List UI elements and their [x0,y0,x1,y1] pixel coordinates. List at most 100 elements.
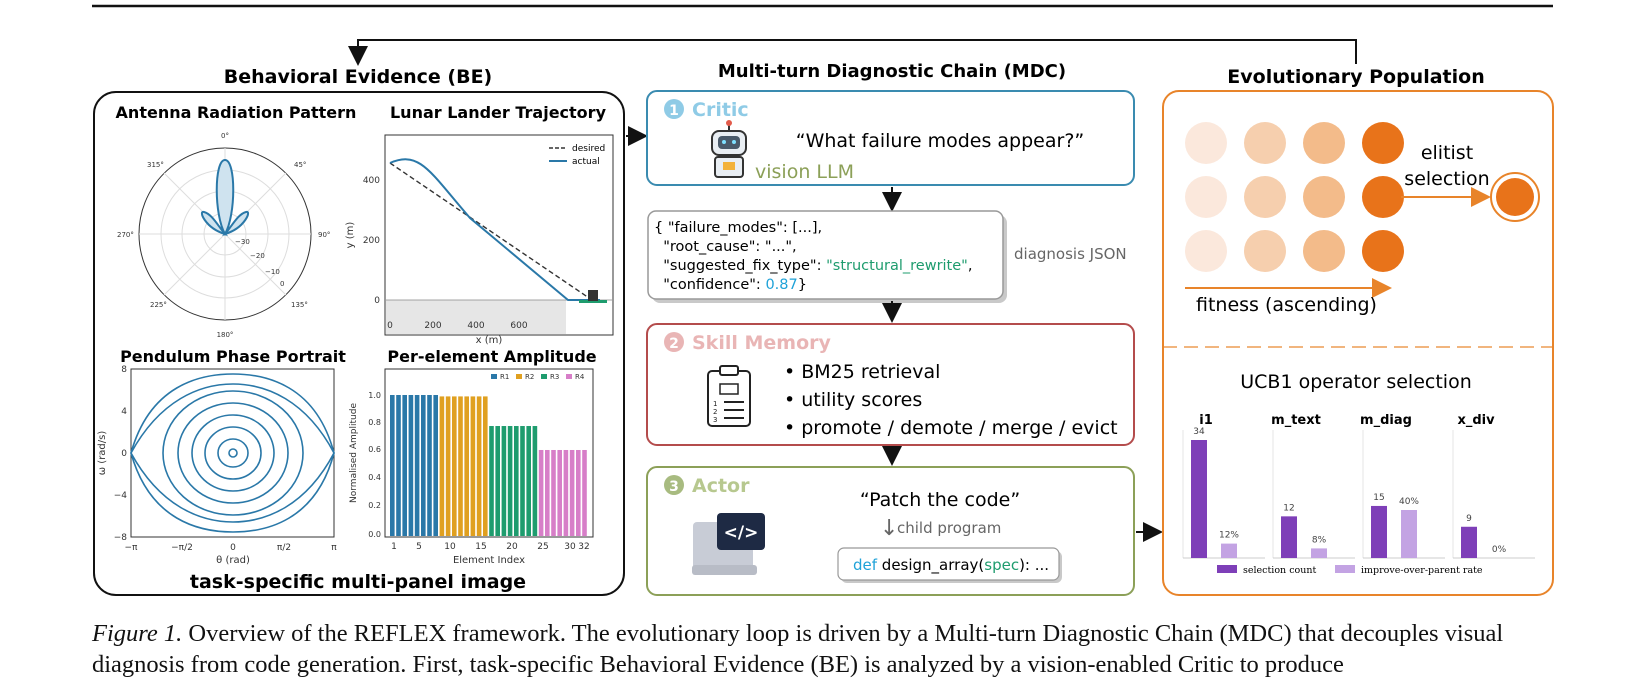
pendulum-xlabel: θ (rad) [216,555,250,566]
radius-label: −20 [250,252,265,260]
amplitude-bar [464,396,469,536]
ucb-bar-label: 9 [1466,514,1472,524]
x-tick: −π [125,543,139,553]
ucb-title: UCB1 operator selection [1240,371,1472,393]
y-tick: 0.2 [368,501,381,510]
population-individual [1185,230,1227,272]
critic-number-badge [664,99,684,119]
skill-bullet: • utility scores [784,389,922,411]
x-tick: 15 [475,542,486,552]
elitist-label-1: elitist [1421,142,1473,164]
svg-text:</>: </> [724,523,759,543]
amplitude-bar [495,426,500,536]
y-tick: 0.0 [368,530,381,539]
radius-label: 0 [280,280,284,288]
amplitude-bar [433,395,438,536]
x-tick: 32 [578,542,589,552]
y-tick: −8 [114,533,128,543]
feedback-arrow [348,39,1357,66]
skill-memory-box [646,323,1135,446]
amplitude-bar [520,426,525,536]
code-snippet [837,547,1060,581]
amplitude-chart: Per-element Amplitude R1 R2 R3 R4 1.0 0.… [349,347,597,566]
ucb-bar-label: 15 [1373,493,1384,503]
figure-caption: Figure 1. Overview of the REFLEX framewo… [92,618,1547,680]
json-line: "confidence": 0.87} [654,277,807,293]
population-panel [1162,90,1554,596]
x-tick: −π/2 [171,543,193,553]
x-tick: 5 [416,542,422,552]
lander-xlabel: x (m) [476,335,503,346]
ucb-bar-selection-count [1461,526,1477,558]
svg-text:1: 1 [713,400,717,408]
ucb-bar-label: 8% [1312,535,1327,545]
critic-label: Critic [692,99,749,121]
y-tick: −4 [114,491,128,501]
y-tick: 0 [374,296,380,306]
antenna-title: Antenna Radiation Pattern [116,103,357,122]
angle-label: 45° [294,161,306,169]
json-line: "suggested_fix_type": "structural_rewrit… [654,258,972,274]
x-tick: 20 [506,542,518,552]
amplitude-bar [557,449,562,536]
amplitude-bar [526,426,531,536]
figure-canvas: Behavioral Evidence (BE) task-specific m… [92,4,1554,596]
legend-r1: R1 [500,373,509,381]
amplitude-bar [476,396,482,536]
elite-individual [1496,178,1534,216]
population-individual [1362,176,1404,218]
be-panel [93,91,625,596]
pendulum-chart: Pendulum Phase Portrait −π −π/2 0 π/2 π … [97,347,346,566]
x-tick: 10 [444,542,456,552]
amplitude-bar [414,395,420,536]
amplitude-bar [514,426,519,536]
code-line: def design_array(spec): ... [853,556,1049,575]
amplitude-bar [483,396,488,536]
x-tick: 0 [387,321,393,331]
population-individual [1244,176,1286,218]
elitist-label-2: selection [1404,168,1489,190]
amplitude-bar [501,426,507,536]
angle-label: 315° [147,161,164,169]
json-block [647,210,1004,300]
diagnosis-json-label: diagnosis JSON [1014,245,1127,263]
x-tick: 1 [391,542,397,552]
amplitude-bar [402,395,407,536]
ucb-category-label: i1 [1199,413,1213,428]
json-line: { "failure_modes": [...], [654,220,822,236]
y-tick: 0.4 [368,473,381,482]
ucb-bar-label: 40% [1399,497,1419,507]
amplitude-bar [489,426,494,536]
lander-ylabel: y (m) [345,222,356,249]
laptop-code-icon: </> [692,513,765,575]
population-individual [1244,230,1286,272]
amplitude-bars [390,395,587,536]
amplitude-xlabel: Element Index [453,555,525,566]
angle-label: 180° [217,331,234,339]
amplitude-bar [439,396,445,536]
ucb-bar-label: 0% [1492,545,1507,555]
angle-label: 0° [221,132,229,140]
actor-number-badge [664,475,684,495]
angle-label: 270° [117,231,134,239]
lander-chart: Lunar Lander Trajectory desired actual 0… [345,103,614,346]
skill-number-badge [664,332,684,352]
svg-text:3: 3 [713,416,717,424]
critic-number: 1 [669,103,679,119]
ucb-category-label: m_diag [1360,413,1412,428]
ucb-bar-label: 12% [1219,531,1239,541]
ucb-category-label: x_div [1457,413,1495,428]
desired-trajectory [389,162,593,301]
down-arrow-icon: ↓ [880,516,898,541]
child-program-label: child program [897,519,1001,537]
amplitude-bar [452,396,457,536]
legend-r4: R4 [575,373,585,381]
ucb-bar-improve-rate [1311,548,1327,558]
ucb-bar-selection-count [1371,505,1387,558]
population-individual [1185,176,1227,218]
ucb-bar-label: 12 [1283,503,1294,513]
ucb-bar-selection-count [1281,516,1297,558]
legend-r3: R3 [550,373,559,381]
x-tick: 0 [230,543,236,553]
